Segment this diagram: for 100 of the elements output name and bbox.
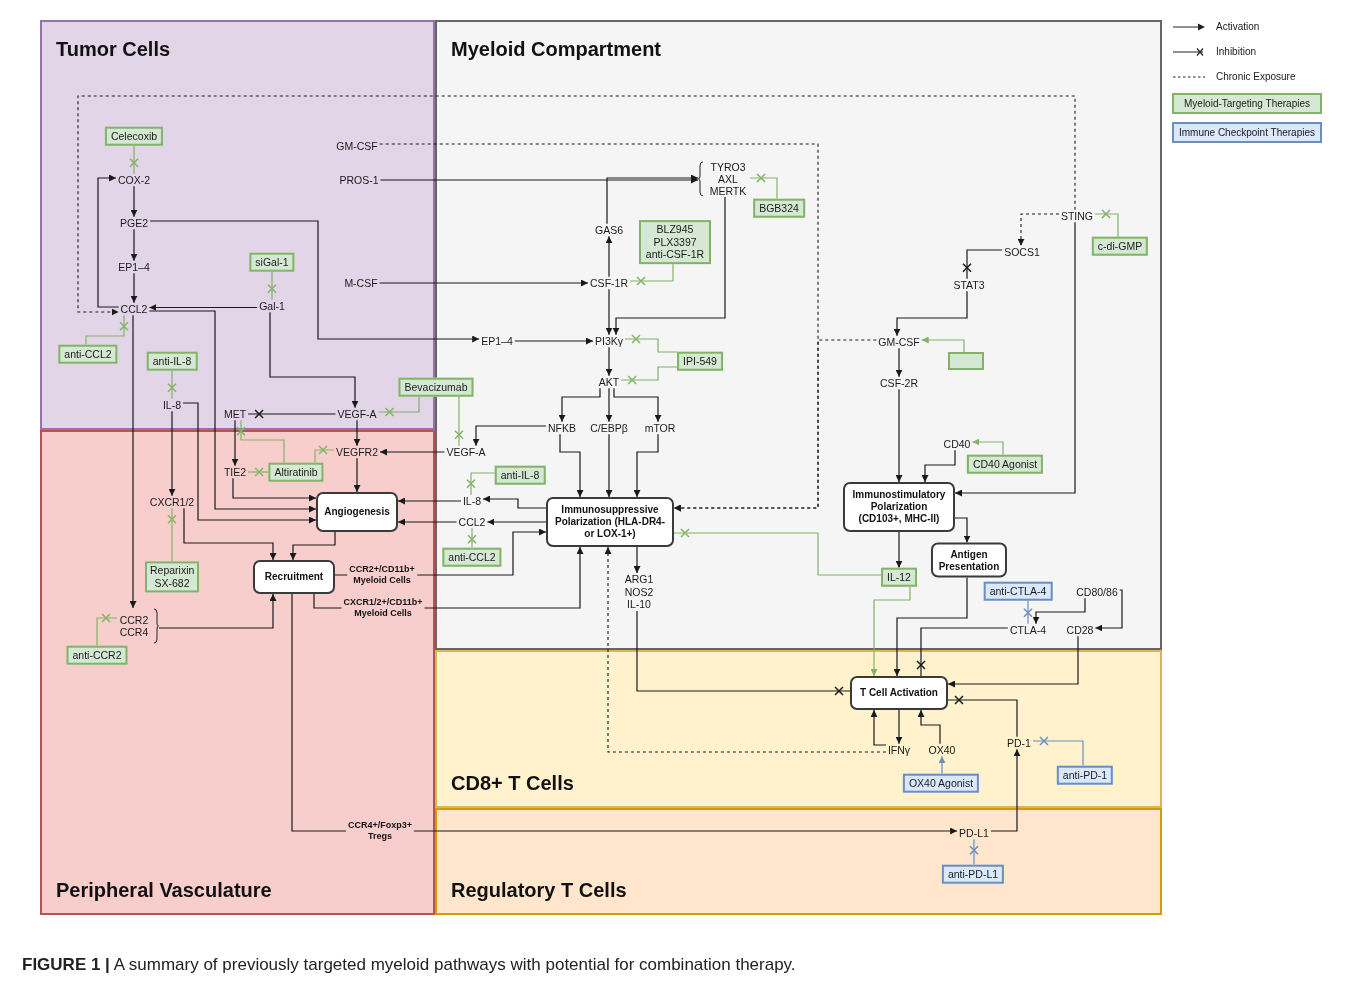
arrow	[158, 593, 277, 629]
arrow	[870, 585, 911, 677]
inhibition-line	[454, 395, 464, 447]
therapy-box	[948, 352, 984, 370]
molecule-label: COX-2	[115, 173, 153, 187]
therapy-box: siGal-1	[249, 252, 295, 272]
process-box: Angiogenesis	[316, 492, 398, 532]
inhibition-line	[962, 249, 1003, 280]
molecule-label: MET	[221, 407, 249, 421]
dashed-arrow	[604, 546, 887, 753]
therapy-box: IPI-549	[677, 351, 723, 371]
arrow	[379, 279, 589, 287]
arrow	[605, 288, 613, 336]
inhibition-line	[467, 527, 477, 549]
inhibition-line	[96, 613, 118, 647]
arrow	[613, 387, 662, 423]
process-box: Immunostimulatory Polarization (CD103+, MHC-II)	[843, 482, 955, 532]
therapy-box: Altiratinib	[268, 462, 324, 482]
inhibition-line	[247, 409, 337, 419]
molecule-label: IL-8	[160, 398, 184, 412]
process-box: T Cell Activation	[850, 676, 948, 710]
arrow	[231, 419, 239, 467]
arrow	[954, 221, 1076, 497]
arrow	[289, 531, 336, 561]
therapy-box: anti-IL-8	[146, 351, 198, 371]
arrow	[130, 228, 138, 262]
molecule-label: VEGF-A	[335, 407, 379, 421]
arrow	[917, 709, 941, 745]
inhibition-line	[167, 369, 177, 400]
arrow	[870, 709, 887, 746]
arrow	[895, 709, 903, 745]
arrow	[291, 593, 958, 835]
arrow	[559, 433, 584, 498]
dashed-arrow	[673, 339, 877, 512]
therapy-box: anti-CCL2	[58, 344, 118, 364]
therapy-box: anti-PD-L1	[941, 864, 1005, 884]
therapy-box: anti-IL-8	[494, 465, 546, 485]
arrow	[269, 311, 359, 409]
molecule-label: NFKB	[546, 421, 578, 435]
arrow	[921, 449, 956, 483]
arrow	[921, 336, 965, 353]
arrow	[893, 576, 968, 677]
arrow	[633, 433, 659, 498]
arrow	[182, 402, 317, 524]
edge-label: CXCR1/2+/CD11b+ Myeloid Cells	[341, 597, 425, 619]
arrow	[232, 477, 317, 502]
arrow	[938, 755, 946, 775]
inhibition-line	[466, 472, 496, 496]
arrow	[990, 748, 1021, 832]
arrow	[148, 304, 258, 311]
arrow	[379, 448, 446, 456]
molecule-label: CD40	[941, 437, 973, 451]
molecule-label: PI3Kγ	[593, 334, 625, 348]
therapy-box: CD40 Agonist	[966, 454, 1044, 474]
molecule-label: CCR2 CCR4	[118, 613, 150, 639]
molecule-label: CCL2	[456, 515, 488, 529]
figure-caption: FIGURE 1 | A summary of previously targeted myeloid pathways with potential for combination therapy.	[22, 954, 796, 976]
molecule-label: mTOR	[642, 421, 678, 435]
region-title: Regulatory T Cells	[451, 878, 627, 903]
molecule-label: EP1–4	[116, 260, 152, 274]
arrow	[183, 507, 277, 561]
therapy-box: anti-PD-1	[1056, 765, 1114, 785]
legend-label: Activation	[1216, 20, 1260, 34]
inhibition-line	[167, 507, 177, 562]
dashed-arrow	[1017, 213, 1060, 247]
inhibition-line	[673, 528, 882, 576]
legend-label: Chronic Exposure	[1216, 70, 1296, 84]
arrow	[486, 518, 547, 526]
inhibition-line	[85, 314, 129, 346]
molecule-label: CXCR1/2	[147, 495, 197, 509]
arrow	[1094, 589, 1123, 632]
arrow	[379, 176, 699, 184]
arrow	[605, 235, 613, 278]
arrow	[605, 346, 613, 377]
inhibition-line	[1023, 599, 1033, 625]
molecule-label: GM-CSF	[876, 335, 922, 349]
region-title: Myeloid Compartment	[451, 37, 662, 62]
therapy-box: Bevacizumab	[398, 377, 474, 397]
arrow	[130, 185, 138, 218]
therapy-box: BLZ945 PLX3397 anti-CSF-1R	[639, 220, 711, 264]
inhibition-line	[916, 627, 1009, 677]
therapy-box: Celecoxib	[104, 126, 164, 146]
molecule-label: CCL2	[118, 302, 150, 316]
region-title: CD8+ T Cells	[451, 771, 574, 796]
molecule-label: Gal-1	[257, 299, 287, 313]
molecule-label: GAS6	[593, 223, 625, 237]
molecule-label: IL-8	[460, 494, 484, 508]
legend-key: Myeloid-Targeting Therapies	[1172, 93, 1322, 114]
inhibition-line	[947, 695, 1018, 738]
molecule-label: PD-1	[1005, 736, 1033, 750]
molecule-label: PROS-1	[337, 173, 381, 187]
arrow	[129, 314, 137, 609]
legend-key: Immune Checkpoint Therapies	[1172, 122, 1322, 143]
arrow	[397, 497, 462, 505]
edge-label: CCR4+/Foxp3+ Tregs	[346, 820, 414, 842]
arrow	[605, 433, 613, 498]
arrow	[472, 425, 547, 447]
dashed-arrow	[77, 95, 1076, 316]
therapy-box: anti-CTLA-4	[983, 581, 1053, 601]
compartment-region	[40, 430, 435, 915]
